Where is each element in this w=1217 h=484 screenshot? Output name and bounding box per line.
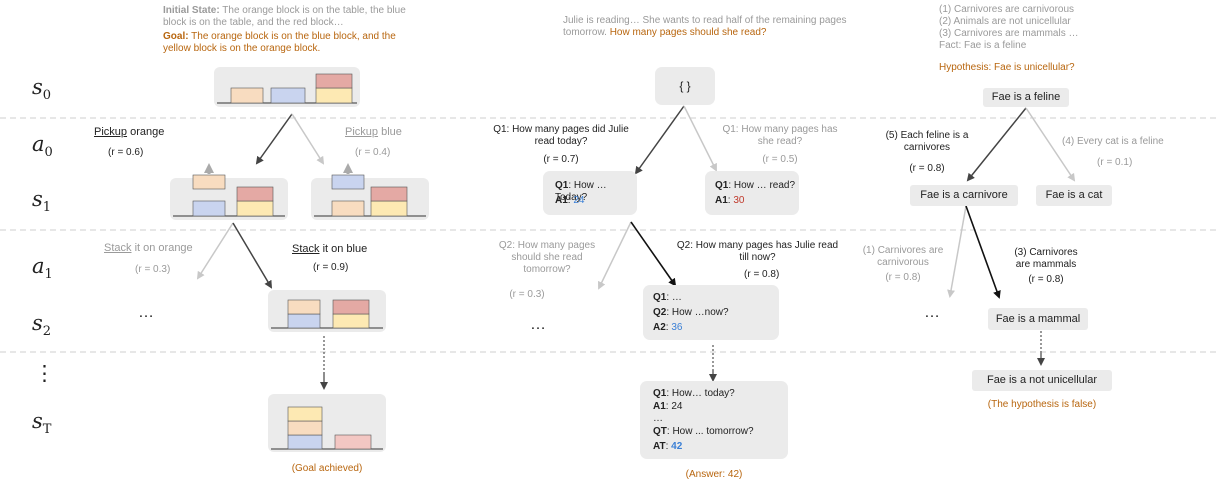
logic-column-lines [947,107,1076,366]
logic-root-node: Fae is a feline [983,88,1069,107]
math-root-node: { } [655,67,715,105]
logic-node-carnivore: Fae is a carnivore [910,185,1018,206]
math-ellipsis: … [530,316,546,333]
logic-rule4-reward: (r = 0.1) [1097,157,1133,168]
action-stack-orange: Stack it on orange [104,242,193,254]
math-column-lines [598,105,717,382]
logic-rule1-text: (1) Carnivores are carnivorous [862,245,944,268]
math-q1b-text: Q1: How many pages has she read? [722,124,838,147]
reward-stack-orange: (r = 0.3) [135,264,171,275]
math-answer: (Answer: 42) [685,469,743,480]
blocks-column-shapes [170,67,429,452]
action-stack-blue: Stack it on blue [292,243,368,255]
logic-facts: (1) Carnivores are carnivorous (2) Anima… [939,4,1079,51]
action-pickup-orange: Pickup orange [94,126,165,138]
logic-rule5-reward: (r = 0.8) [909,163,945,174]
logic-final-node: Fae is a not unicellular [972,370,1112,391]
logic-node-mammal: Fae is a mammal [988,308,1088,330]
logic-rule3-reward: (r = 0.8) [1028,274,1064,285]
math-node-1b: Q1: How … read? A1: 30 [705,171,799,215]
reward-pickup-orange: (r = 0.6) [108,147,144,158]
math-q2a-reward: (r = 0.3) [509,289,545,300]
math-final-node: Q1: How… today? A1: 24 … QT: How ... tom… [640,381,788,459]
vertical-ellipsis: ⋮ [34,361,55,385]
math-q1a-text: Q1: How many pages did Julie read today? [493,124,629,147]
blocks-goal: Goal: The orange block is on the blue bl… [163,31,396,54]
logic-rule5-text: (5) Each feline is a carnivores [885,130,969,153]
logic-rule1-reward: (r = 0.8) [885,272,921,283]
logic-ellipsis: … [924,304,940,321]
math-node-2: Q1: … Q2: How …now? A2: 36 [643,285,779,340]
logic-hypothesis: Hypothesis: Fae is unicellular? [939,62,1075,73]
blocks-ellipsis: … [138,304,154,321]
reward-stack-blue: (r = 0.9) [313,262,349,273]
blocks-initial-state: Initial State: The orange block is on th… [163,5,406,28]
action-label-a0: a0 [32,132,53,161]
action-label-a1: a1 [32,254,53,283]
action-pickup-blue: Pickup blue [345,126,402,138]
blocks-goal-achieved: (Goal achieved) [291,463,363,474]
math-q2b-reward: (r = 0.8) [744,269,780,280]
state-label-sT: sT [32,409,52,438]
math-q1b-reward: (r = 0.5) [762,154,798,165]
math-q2a-text: Q2: How many pages should she read tomor… [498,240,596,275]
math-q2b-text: Q2: How many pages has Julie read till n… [676,240,839,263]
math-node-1a: Q1: How …Today? A1: 24 [543,171,637,215]
logic-rule4-text: (4) Every cat is a feline [1062,136,1164,147]
row-separators [0,117,1217,353]
math-q1a-reward: (r = 0.7) [543,154,579,165]
state-label-s2: s2 [32,311,52,340]
reward-pickup-blue: (r = 0.4) [355,147,391,158]
logic-rule3-text: (3) Carnivores are mammals [1014,247,1078,270]
state-label-s1: s1 [32,187,52,216]
state-label-s0: s0 [32,75,52,104]
math-problem: Julie is reading… She wants to read half… [563,15,847,38]
logic-node-cat: Fae is a cat [1036,185,1112,206]
logic-conclusion: (The hypothesis is false) [987,399,1097,410]
